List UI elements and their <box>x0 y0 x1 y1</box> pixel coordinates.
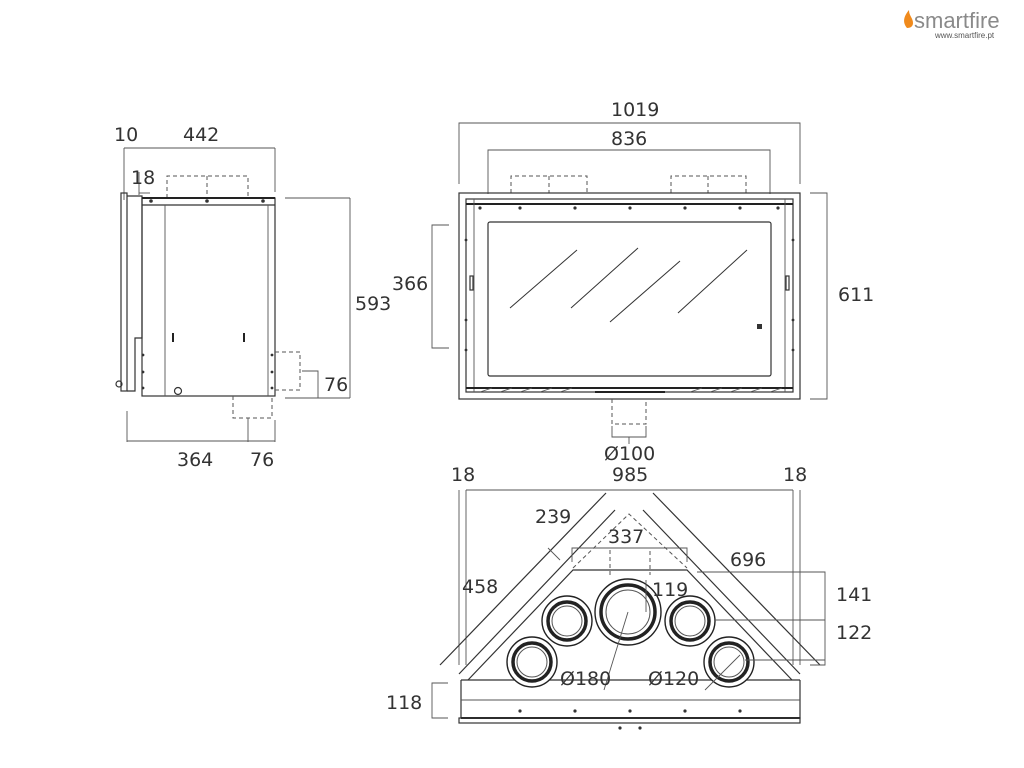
dim-front-366: 366 <box>392 273 428 295</box>
brand-name-prefix: smart <box>914 8 969 33</box>
dim-front-611: 611 <box>838 284 874 306</box>
flue-ring-top-left <box>541 595 593 647</box>
dim-top-337: 337 <box>608 526 644 548</box>
dim-side-442: 442 <box>183 124 219 146</box>
brand-website: www.smartfire.pt <box>934 31 995 40</box>
dim-front-1019: 1019 <box>611 99 659 121</box>
dim-side-364: 364 <box>177 449 213 471</box>
dim-front-836: 836 <box>611 128 647 150</box>
brand-logo: smartfire www.smartfire.pt <box>904 8 1000 40</box>
dim-top-flue-180: Ø180 <box>560 668 611 690</box>
dim-top-458: 458 <box>462 576 498 598</box>
svg-text:smartfire: smartfire <box>914 8 1000 33</box>
flame-icon <box>904 10 913 28</box>
dim-top-122: 122 <box>836 622 872 644</box>
dim-top-18-left: 18 <box>451 464 475 486</box>
dim-side-76-right: 76 <box>324 374 348 396</box>
dim-top-flue-120: Ø120 <box>648 668 699 690</box>
flue-ring-top-right <box>664 595 716 647</box>
brand-name-suffix: fire <box>969 8 1000 33</box>
dim-top-696: 696 <box>730 549 766 571</box>
dim-side-10: 10 <box>114 124 138 146</box>
dim-top-118: 118 <box>386 692 422 714</box>
front-view: 1019 836 366 611 Ø100 <box>392 99 874 465</box>
top-view: 18 985 18 239 337 696 458 119 141 122 Ø1… <box>386 464 872 730</box>
dim-side-593: 593 <box>355 293 391 315</box>
dim-top-119: 119 <box>652 579 688 601</box>
dim-top-141: 141 <box>836 584 872 606</box>
dim-top-18-right: 18 <box>783 464 807 486</box>
flue-ring-bottom-left <box>506 636 558 688</box>
dim-top-239: 239 <box>535 506 571 528</box>
dim-top-985: 985 <box>612 464 648 486</box>
dim-side-76-bottom: 76 <box>250 449 274 471</box>
flue-ring-bottom-right <box>703 636 755 688</box>
side-view: 10 442 18 593 76 364 76 <box>114 124 391 471</box>
dim-side-18: 18 <box>131 167 155 189</box>
dim-front-flue-100: Ø100 <box>604 443 655 465</box>
